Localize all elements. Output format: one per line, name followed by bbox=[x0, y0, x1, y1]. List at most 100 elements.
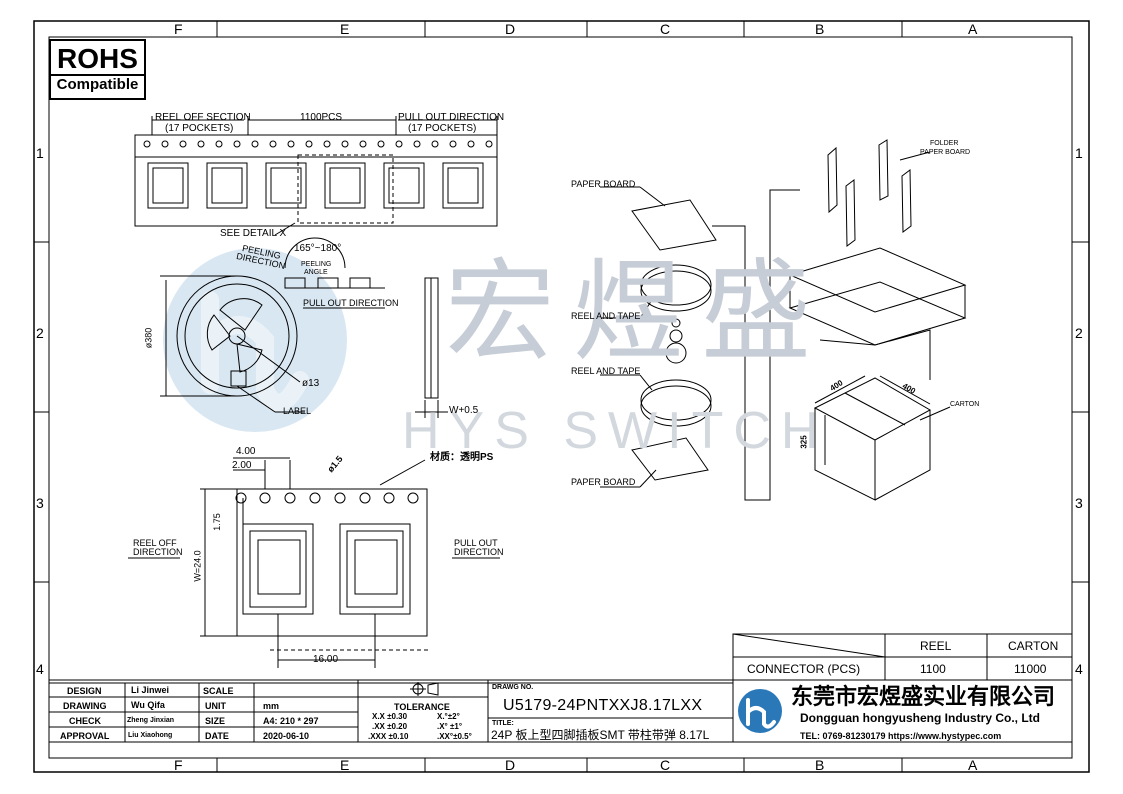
carrier-tape-top bbox=[134, 116, 498, 236]
tb-check-label: CHECK bbox=[69, 716, 102, 726]
reel-off-pockets-label: (17 POCKETS) bbox=[165, 123, 234, 134]
zone-top-d: D bbox=[505, 21, 516, 37]
zone-left-1: 1 bbox=[36, 145, 44, 161]
tb-title-label: TITLE: bbox=[492, 720, 514, 727]
watermark-en: HYS SWITCH bbox=[402, 402, 829, 460]
tb-design-name: Li Jinwei bbox=[131, 685, 170, 695]
dia-380-label: ø380 bbox=[143, 327, 154, 349]
reel-tape-label-2: REEL AND TAPE bbox=[571, 366, 641, 376]
tb-drawing-no: U5179-24PNTXXJ8.17LXX bbox=[503, 697, 703, 714]
tb-tol-1b: X.°±2° bbox=[437, 712, 460, 721]
outer-border bbox=[33, 20, 1090, 773]
tb-approval-name: Liu Xiaohong bbox=[128, 732, 173, 739]
dim-w-label: W=24.0 bbox=[192, 550, 203, 582]
zone-top-e: E bbox=[340, 21, 350, 37]
tb-date-value: 2020-06-10 bbox=[263, 731, 310, 741]
see-detail-label: SEE DETAIL X bbox=[220, 228, 287, 239]
qty-row-label: CONNECTOR (PCS) bbox=[747, 662, 861, 676]
qty-table-lines bbox=[732, 633, 1073, 681]
reel-tape-label-1: REEL AND TAPE bbox=[571, 311, 641, 321]
folder-paper-board-label: PAPER BOARD bbox=[920, 149, 971, 156]
rohs-title: ROHS bbox=[57, 43, 138, 74]
zone-ticks bbox=[34, 21, 1089, 772]
reel-off-dir-2: DIRECTION bbox=[133, 547, 183, 557]
dim-1-75-label: 1.75 bbox=[211, 513, 222, 531]
watermark-logo-mark bbox=[201, 291, 309, 412]
tape-detail bbox=[128, 457, 500, 668]
zone-right-3: 3 bbox=[1075, 495, 1083, 511]
company-name-en: Dongguan hongyusheng Industry Co., Ltd bbox=[800, 711, 1040, 725]
zone-right-2: 2 bbox=[1075, 325, 1083, 341]
zone-left-2: 2 bbox=[36, 325, 44, 341]
material-label: 材质：透明PS bbox=[430, 452, 494, 463]
reel-side-view bbox=[415, 277, 448, 418]
pull-out-direction-label: PULL OUT DIRECTION bbox=[398, 112, 505, 123]
rohs-badge: ROHS Compatible bbox=[49, 39, 146, 100]
reel-off-section-label: REEL OFF SECTION bbox=[155, 112, 251, 123]
qty-carton-header: CARTON bbox=[1008, 639, 1059, 653]
zone-top-f: F bbox=[174, 21, 183, 37]
zone-bottom-e: E bbox=[340, 757, 350, 773]
tb-tol-2b: .X° ±1° bbox=[437, 722, 463, 731]
tb-approval-label: APPROVAL bbox=[60, 731, 110, 741]
qty-reel-value: 1100 bbox=[920, 662, 946, 676]
tb-tolerance-label: TOLERANCE bbox=[394, 702, 450, 712]
tb-scale-label: SCALE bbox=[203, 686, 234, 696]
tb-size-label: SIZE bbox=[205, 716, 226, 726]
packing-diagram bbox=[600, 139, 967, 501]
tb-size-value: A4: 210 * 297 bbox=[263, 716, 319, 726]
watermark-cn: 宏煜盛 bbox=[445, 251, 829, 374]
peeling-angle-text-1: PEELING bbox=[301, 261, 332, 268]
dia-13-label: ø13 bbox=[302, 378, 320, 389]
zone-bottom-b: B bbox=[815, 757, 825, 773]
zone-bottom-a: A bbox=[968, 757, 978, 773]
tb-drawing-label: DRAWING bbox=[63, 701, 107, 711]
zone-bottom-d: D bbox=[505, 757, 516, 773]
zone-bottom-c: C bbox=[660, 757, 671, 773]
qty-carton-value: 11000 bbox=[1014, 662, 1047, 676]
inner-frame bbox=[48, 36, 1073, 759]
company-contact: TEL: 0769-81230179 https://www.hystypec.… bbox=[800, 731, 1002, 741]
carton-dim-325: 325 bbox=[799, 435, 809, 449]
tb-unit-value: mm bbox=[263, 701, 280, 711]
w-plus-label: W+0.5 bbox=[449, 405, 479, 416]
zone-top-c: C bbox=[660, 21, 671, 37]
pcs-label: 1100PCS bbox=[300, 112, 343, 123]
tb-drawing-name: Wu Qifa bbox=[131, 700, 165, 710]
pull-out-dir-2: DIRECTION bbox=[454, 547, 504, 557]
tb-tol-1a: X.X ±0.30 bbox=[372, 712, 408, 721]
projection-symbol bbox=[410, 682, 439, 696]
rohs-subtitle: Compatible bbox=[51, 74, 144, 93]
zone-top-b: B bbox=[815, 21, 825, 37]
peeling-angle-range: 165°~180° bbox=[294, 243, 342, 254]
reel-off-dir-1: REEL OFF bbox=[133, 538, 177, 548]
label-label: LABEL bbox=[283, 406, 312, 416]
pull-out-direction-label-2: PULL OUT DIRECTION bbox=[303, 298, 399, 308]
title-block-lines bbox=[49, 679, 1072, 743]
tb-date-label: DATE bbox=[205, 731, 229, 741]
tb-tol-3b: .XX°±0.5° bbox=[437, 732, 472, 741]
dim-2-label: 2.00 bbox=[232, 460, 252, 471]
paper-board-top-label: PAPER BOARD bbox=[571, 179, 636, 189]
tb-title-value: 24P 板上型四脚插板SMT 带柱带弹 8.17L bbox=[491, 728, 710, 742]
pull-out-pockets-label: (17 POCKETS) bbox=[408, 123, 477, 134]
zone-left-4: 4 bbox=[36, 661, 44, 677]
company-name-cn: 东莞市宏煜盛实业有限公司 bbox=[791, 684, 1056, 709]
tb-drawing-no-label: DRAWG NO. bbox=[492, 684, 534, 691]
zone-right-1: 1 bbox=[1075, 145, 1083, 161]
qty-reel-header: REEL bbox=[920, 639, 952, 653]
pull-out-dir-1: PULL OUT bbox=[454, 538, 498, 548]
zone-right-4: 4 bbox=[1075, 661, 1083, 677]
dim-4-label: 4.00 bbox=[236, 446, 256, 457]
zone-bottom-f: F bbox=[174, 757, 183, 773]
carton-label: CARTON bbox=[950, 401, 980, 408]
tb-check-name: Zheng Jinxian bbox=[127, 717, 175, 724]
zone-top-a: A bbox=[968, 21, 978, 37]
tb-unit-label: UNIT bbox=[205, 701, 226, 711]
paper-board-bottom-label: PAPER BOARD bbox=[571, 477, 636, 487]
peeling-angle-text-2: ANGLE bbox=[304, 269, 328, 276]
tb-design-label: DESIGN bbox=[67, 686, 102, 696]
zone-left-3: 3 bbox=[36, 495, 44, 511]
tb-tol-2a: .XX ±0.20 bbox=[372, 722, 408, 731]
